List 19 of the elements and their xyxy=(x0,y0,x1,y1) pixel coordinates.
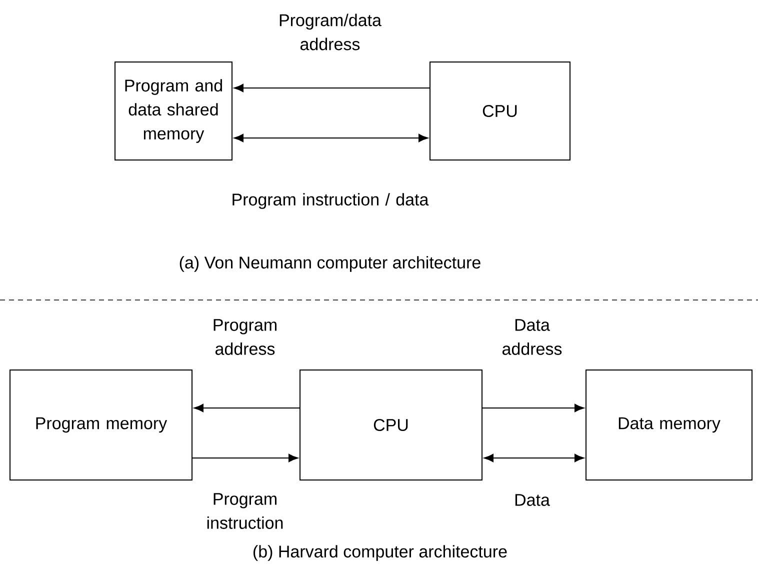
box: CPU xyxy=(300,370,482,480)
arrow xyxy=(484,454,584,462)
arrow xyxy=(234,134,428,142)
box: Program memory xyxy=(10,370,192,480)
arrow xyxy=(192,454,298,462)
edge-label: Program instruction xyxy=(207,493,283,529)
edge-label: Program instruction / data xyxy=(232,193,429,209)
edge-label: Data xyxy=(515,494,550,506)
box: Data memory xyxy=(586,370,752,480)
edge-label: Data address xyxy=(502,319,562,355)
arrow xyxy=(234,84,430,92)
caption: (a) Von Neumann computer architecture xyxy=(180,256,480,272)
edge-label: Program address xyxy=(214,319,276,355)
edge-label: Program/data address xyxy=(280,14,382,50)
box: CPU xyxy=(430,62,570,160)
arrow xyxy=(194,404,300,412)
arrow xyxy=(482,404,584,412)
caption: (b) Harvard computer architecture xyxy=(254,545,507,561)
box: Program and data shared memory xyxy=(114,62,232,160)
